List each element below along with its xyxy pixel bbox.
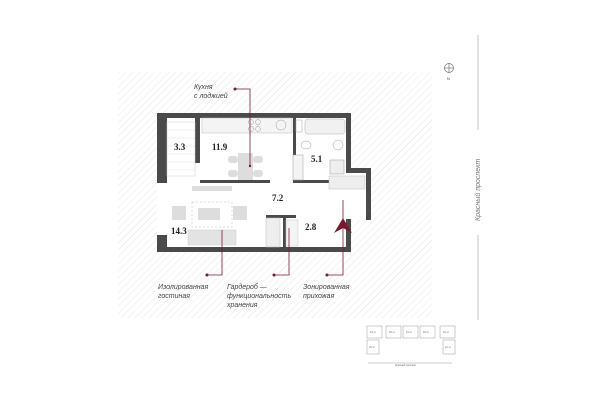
sink-icon (275, 119, 287, 131)
walls (157, 113, 371, 252)
svg-text:19 эт: 19 эт (370, 331, 377, 334)
compass-icon (444, 63, 454, 73)
minimap-labels: 19 эт 16 эт 21 эт 18 эт 19 эт 23 эт 21 э… (369, 331, 452, 367)
hall-closet (328, 175, 366, 190)
street-label: Красный проспект (475, 158, 482, 221)
armchair (172, 206, 186, 220)
wardrobe-shelves (265, 217, 281, 248)
svg-text:23 эт: 23 эт (369, 346, 376, 349)
washbasin-icon (332, 139, 344, 151)
area-living: 14.3 (171, 226, 187, 236)
svg-text:Красный проспект: Красный проспект (395, 364, 417, 367)
compass-label: N (447, 76, 450, 81)
svg-text:19 эт: 19 эт (443, 331, 450, 334)
loggia-floor (166, 121, 196, 177)
callout-living: Изолированная гостиная (158, 284, 209, 300)
armchair (233, 206, 247, 220)
loggia-stripes (167, 129, 195, 171)
stove-icon (248, 119, 254, 125)
area-hall: 7.2 (272, 193, 284, 203)
toilet-icon (300, 140, 312, 150)
area-kitchen: 11.9 (212, 142, 228, 152)
svg-text:21 эт: 21 эт (445, 346, 452, 349)
dining-table (238, 153, 253, 180)
area-wardrobe: 2.8 (305, 222, 317, 232)
area-bathroom: 5.1 (311, 154, 323, 164)
rug (191, 201, 233, 228)
bathtub (304, 118, 346, 135)
entrance-arrow-icon (334, 218, 352, 233)
kitchen-counter (201, 117, 293, 134)
callout-kitchen: Кухня с лоджией (194, 84, 228, 100)
sofa (187, 229, 237, 246)
washing-machine (329, 159, 345, 175)
area-loggia: 3.3 (174, 142, 186, 152)
callout-wardrobe: Гардероб — функциональность хранения (227, 284, 292, 309)
svg-text:18 эт: 18 эт (423, 331, 430, 334)
svg-text:21 эт: 21 эт (406, 331, 413, 334)
callout-hall: Зонированная прихожая (303, 284, 350, 300)
site-minimap (366, 325, 456, 364)
tv-unit (192, 186, 232, 191)
svg-text:16 эт: 16 эт (389, 331, 396, 334)
